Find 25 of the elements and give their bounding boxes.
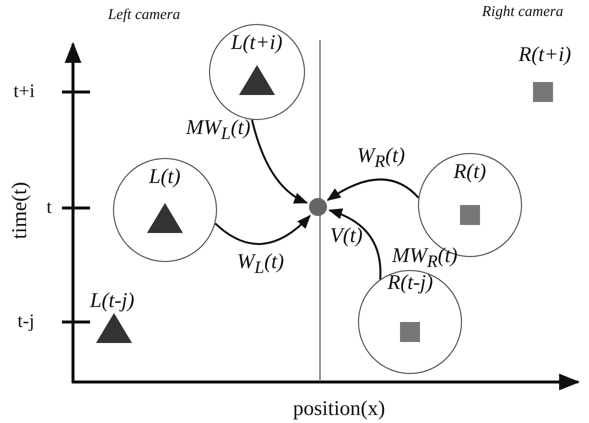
node-label: L(t+i) [231,30,283,54]
node-label: V(t) [330,222,363,248]
edge-label: W$_{R}$(t) [357,143,406,172]
dot-node [309,198,327,216]
node-label: R(t) [454,158,486,184]
node-label: R(t-j) [388,270,433,294]
curved-arrow [326,178,420,201]
tick-label: t [46,197,52,219]
circle-node [113,158,217,262]
circle-node [358,270,462,374]
text-label: L(t-j) [90,288,134,312]
text-label: Right camera [482,4,564,20]
curved-arrow [328,208,382,280]
text-label: Left camera [108,6,180,24]
edge-label: W$_{L}$(t) [237,249,284,278]
edge-label: MW$_{L}$(t) [186,115,251,144]
circle-node [209,24,305,120]
tick-label: t+i [14,81,35,103]
node-label: L(t) [149,164,180,188]
curved-arrow [251,119,308,204]
axis-title: position(x) [293,396,386,420]
curved-arrow [214,214,311,245]
tick-label: t-j [18,311,34,333]
axis-title: time(t) [6,181,32,239]
text-label: R(t+i) [518,42,572,66]
